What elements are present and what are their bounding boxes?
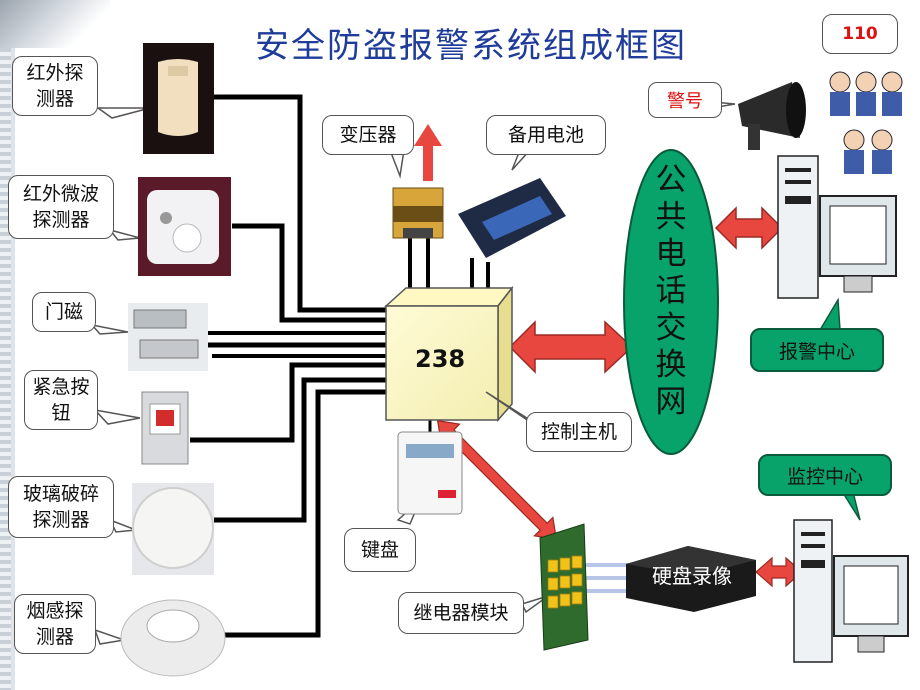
host-network-arrow	[508, 320, 634, 374]
callout-police-110: 110	[822, 14, 898, 54]
detector-wires	[190, 94, 386, 638]
door-magnet-image	[128, 303, 208, 371]
callout-microwave-detector: 红外微波 探测器	[8, 175, 114, 239]
left-decor-stripe-2	[11, 0, 15, 690]
callout-siren: 警号	[648, 82, 722, 118]
hdd-recorder-label: 硬盘录像	[652, 564, 732, 588]
keypad-image	[397, 431, 463, 515]
callout-pir-detector: 红外探 测器	[12, 56, 98, 116]
callout-alarm-center: 报警中心	[750, 328, 884, 372]
relay-module-image	[539, 523, 589, 651]
battery-image	[458, 178, 566, 258]
network-ellipse	[623, 149, 719, 455]
power-wires	[408, 238, 490, 288]
green-callout-pointers	[818, 297, 861, 521]
transformer-image	[392, 187, 444, 239]
callout-battery: 备用电池	[486, 115, 606, 155]
callout-monitor-center: 监控中心	[758, 454, 892, 496]
left-decor-stripe	[0, 0, 11, 690]
network-center-arrow	[714, 206, 784, 250]
callout-door-magnet: 门磁	[32, 292, 96, 332]
callout-control-host: 控制主机	[526, 412, 632, 452]
control-host-number: 238	[415, 345, 466, 373]
network-label-text: 公共电话交换网	[655, 162, 687, 420]
callout-keypad: 键盘	[344, 528, 416, 572]
pir-detector-image	[143, 43, 214, 154]
callout-glass-break-detector: 玻璃破碎 探测器	[8, 476, 114, 538]
smoke-detector-image	[120, 599, 226, 677]
panic-button-image	[141, 391, 189, 465]
glass-break-image	[132, 483, 214, 575]
page-title: 安全防盗报警系统组成框图	[255, 26, 687, 66]
transformer-arrow	[414, 124, 442, 181]
callout-transformer: 变压器	[322, 115, 414, 155]
callout-smoke-detector: 烟感探 测器	[14, 594, 96, 654]
corner-decor	[0, 0, 110, 48]
control-host-box	[384, 285, 514, 422]
microwave-detector-image	[138, 177, 231, 276]
network-label: 公共电话交换网	[651, 162, 691, 421]
siren-image	[738, 82, 806, 150]
callout-panic-button: 紧急按 钮	[24, 370, 98, 430]
hdd-recorder-image	[626, 546, 756, 612]
relay-hdd-lines	[584, 563, 630, 593]
monitor-center-computer-image	[793, 519, 909, 663]
callout-relay-module: 继电器模块	[398, 592, 524, 634]
alarm-center-computer-image	[777, 155, 897, 299]
police-figures-image	[829, 71, 903, 174]
